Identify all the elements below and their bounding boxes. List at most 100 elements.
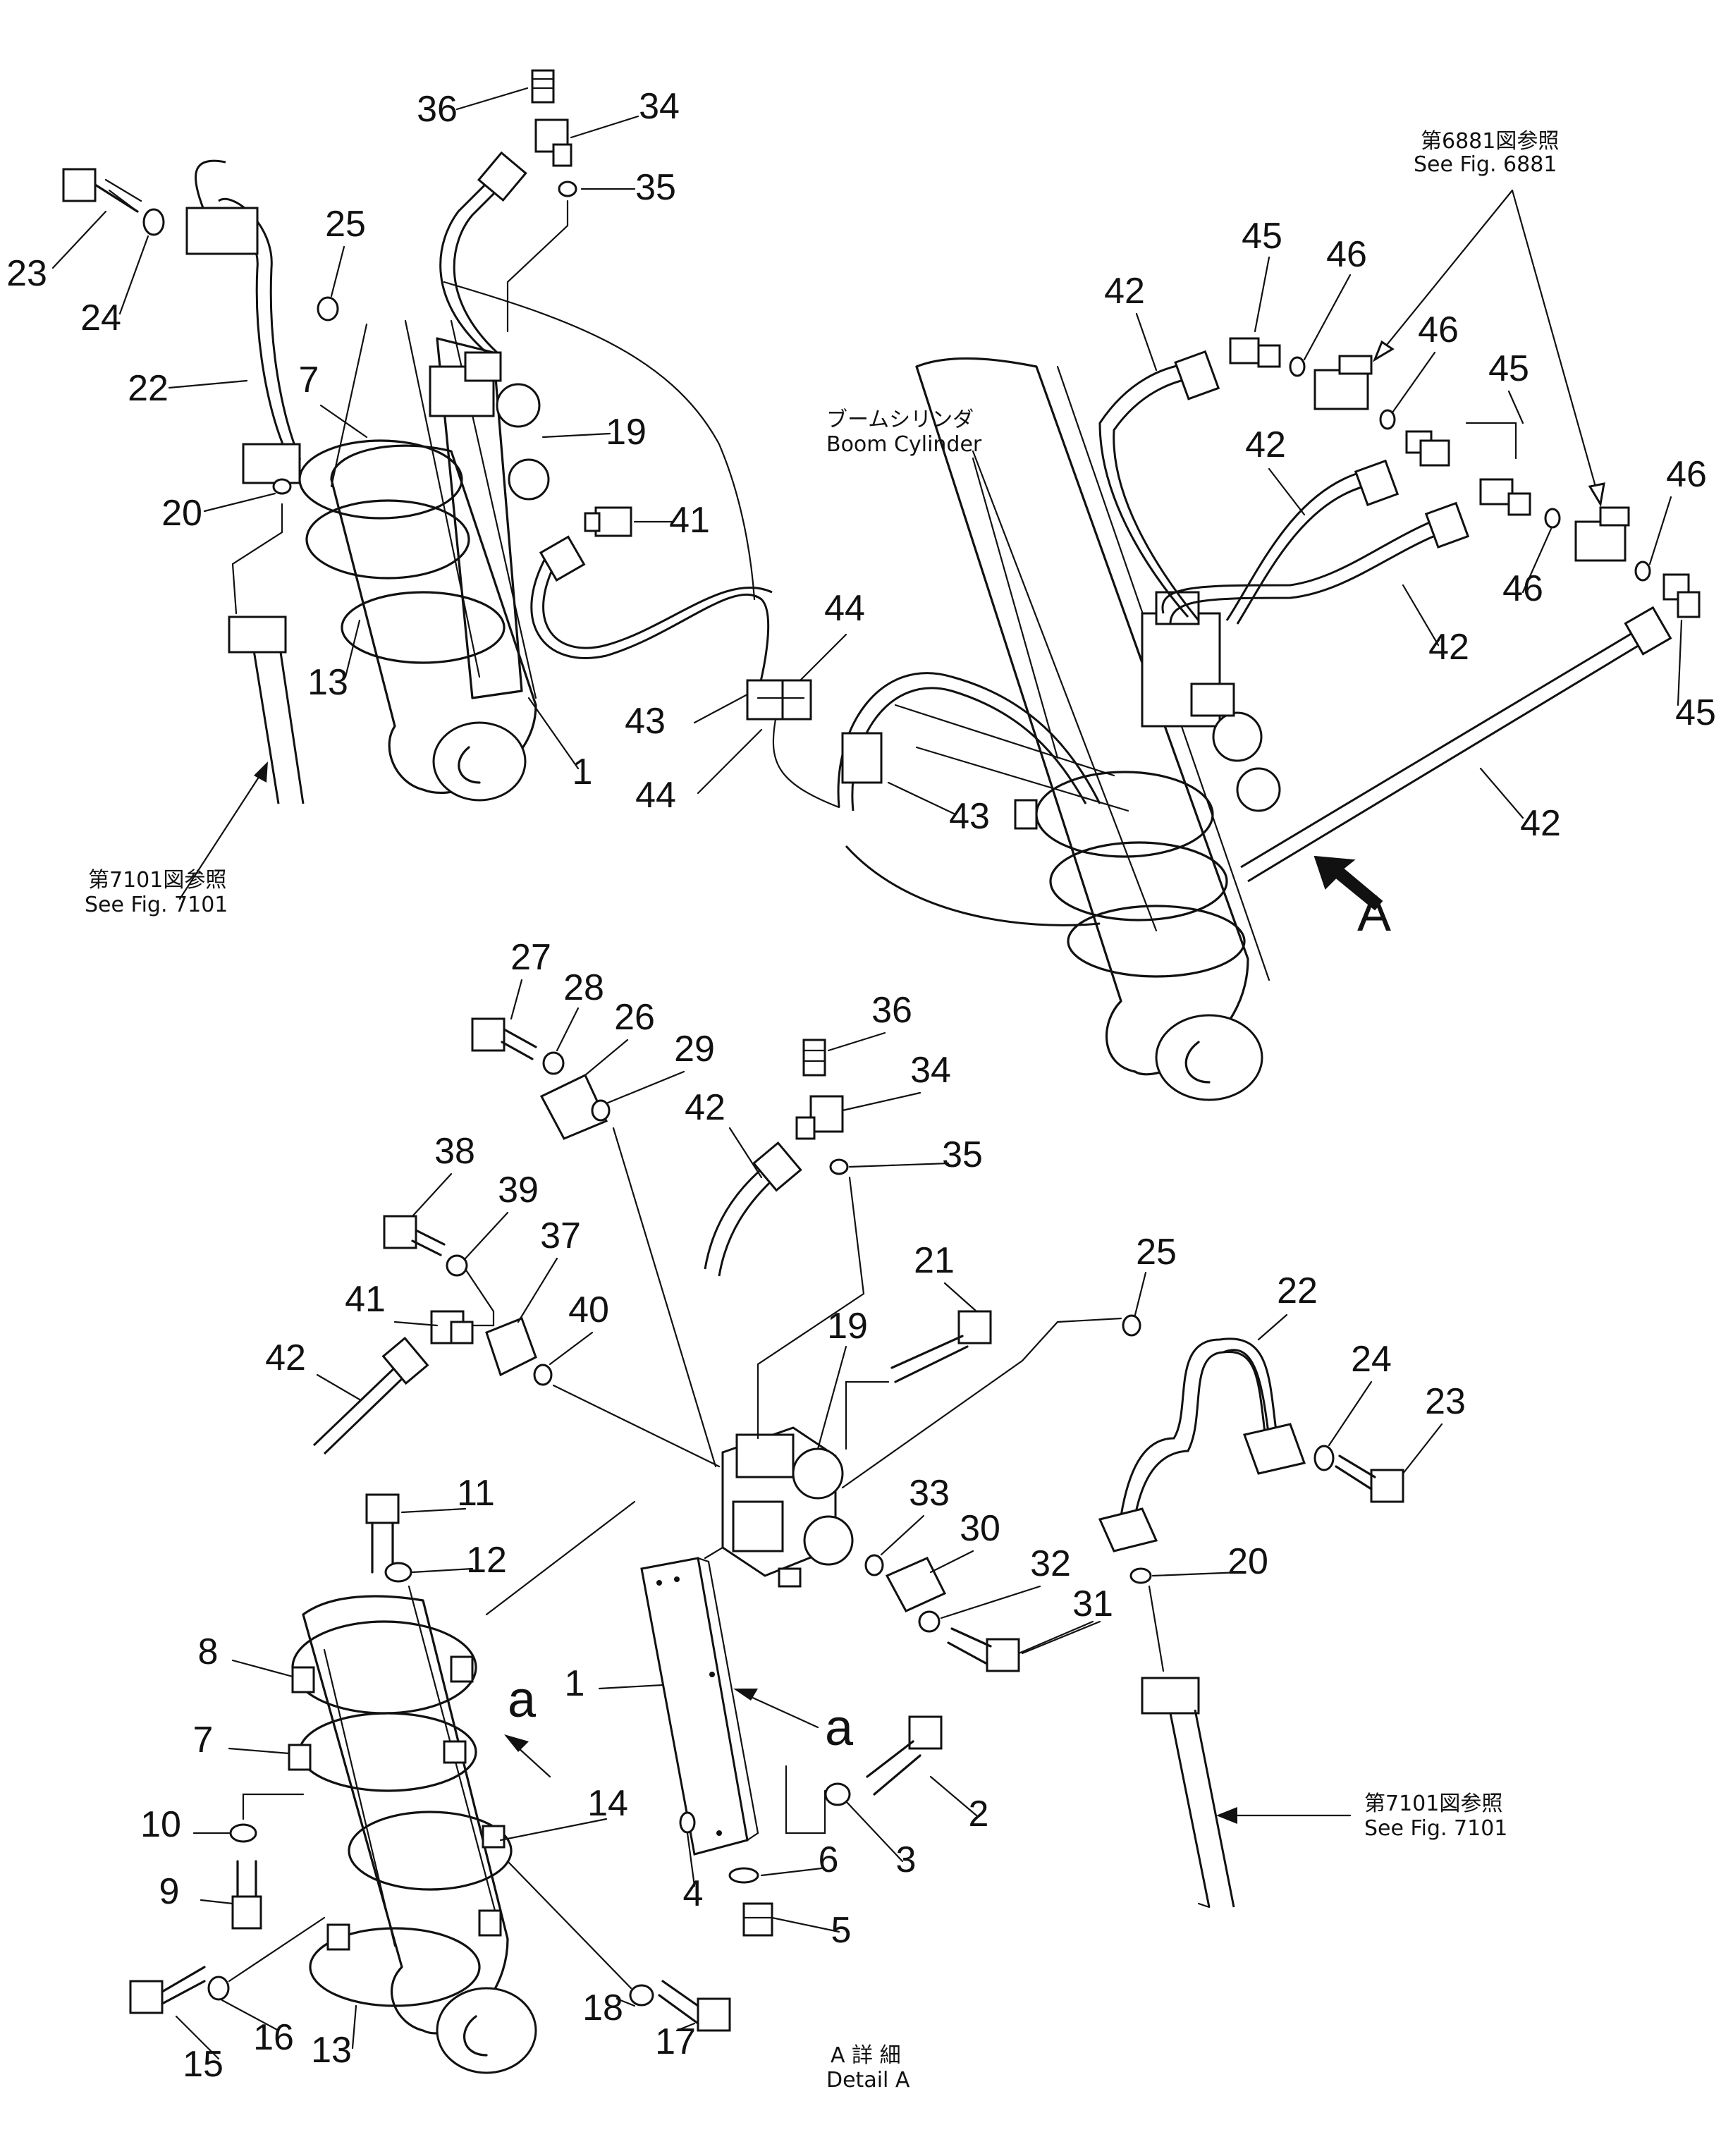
callout-c46d: 46	[1502, 568, 1543, 609]
callout-c9: 9	[159, 1871, 180, 1912]
clip-43-right	[841, 732, 883, 784]
o-ring-33	[864, 1554, 884, 1576]
plug-36-upper	[531, 69, 555, 104]
o-ring-25-upper	[317, 296, 339, 321]
clamp-8	[291, 1620, 477, 1715]
callout-c41a: 41	[669, 500, 710, 541]
callout-c44a: 44	[824, 588, 865, 629]
callout-c41b: 41	[345, 1279, 386, 1320]
bolt-23-upper	[62, 168, 142, 213]
leader-lines	[51, 87, 1683, 2060]
pipe-to-7101-lower	[1169, 1709, 1235, 1908]
clamp-13-lower	[309, 1927, 481, 2007]
bracket-1-upper	[436, 337, 523, 699]
callout-c20b: 20	[1227, 1541, 1268, 1582]
elbow-45-c	[1479, 478, 1531, 516]
callout-c43a: 43	[625, 701, 666, 742]
callout-c42d: 42	[1520, 803, 1561, 844]
plate-30	[885, 1557, 947, 1612]
callout-c45c: 45	[1675, 692, 1716, 733]
flange-22-lower-b	[1243, 1423, 1306, 1475]
callout-c36a: 36	[417, 89, 458, 130]
o-ring-35-upper	[558, 180, 577, 197]
bolt-21	[890, 1310, 992, 1383]
o-ring-6	[728, 1867, 759, 1884]
elbow-41-upper	[584, 506, 632, 537]
callout-c17: 17	[655, 2021, 696, 2062]
callout-c43b: 43	[949, 796, 990, 837]
o-ring-25-lower	[1122, 1314, 1141, 1337]
callout-c42a: 42	[1104, 271, 1145, 312]
callout-c40: 40	[568, 1290, 609, 1330]
detail-a-label-jp: A 詳 細	[831, 2043, 901, 2068]
clamp-band-13	[341, 591, 506, 664]
junction-block-a	[1313, 355, 1373, 410]
clamp-14	[348, 1811, 513, 1891]
elbow-45-b	[1405, 430, 1450, 467]
bolt-38	[383, 1215, 446, 1256]
o-ring-20-upper	[272, 478, 292, 495]
callout-c30: 30	[960, 1508, 1000, 1549]
callout-c45b: 45	[1488, 348, 1529, 389]
ref-arrow-6881-b	[1511, 189, 1602, 506]
flange-22-lower-a	[1098, 1507, 1158, 1552]
washer-10	[229, 1823, 257, 1843]
callout-c29: 29	[674, 1029, 715, 1070]
hose-42-c-nut	[1424, 501, 1470, 549]
callout-c24b: 24	[1351, 1339, 1392, 1380]
bolt-15	[129, 1966, 206, 2014]
callout-c8: 8	[198, 1631, 219, 1672]
washer-16	[207, 1976, 230, 2001]
flange-lower-7101-upper	[228, 615, 287, 654]
callout-c28: 28	[563, 967, 604, 1008]
bolt-9	[231, 1860, 262, 1930]
callout-c14: 14	[587, 1783, 628, 1824]
callout-c35b: 35	[942, 1134, 983, 1175]
detail-a-assembly	[129, 761, 1404, 2074]
plate-26	[539, 1073, 608, 1140]
ref-arrow-6881-a	[1373, 189, 1514, 361]
junction-block-b	[1574, 506, 1630, 562]
hose-42-c	[1161, 520, 1432, 614]
callout-c12: 12	[466, 1540, 507, 1581]
bolt-23-lower	[1335, 1454, 1404, 1503]
callout-c1a: 1	[572, 752, 593, 792]
bolt-31	[947, 1627, 1020, 1672]
hose-42-lower-a	[704, 1162, 769, 1270]
callout-c1b: 1	[565, 1663, 585, 1704]
callout-c46b: 46	[1418, 310, 1459, 350]
detail-a-label-en: Detail A	[826, 2068, 910, 2093]
callout-c38: 38	[434, 1131, 475, 1172]
callout-c20a: 20	[161, 493, 202, 534]
ref-6881-label-en: See Fig. 6881	[1414, 152, 1557, 177]
callout-c35a: 35	[635, 167, 676, 208]
callout-c15: 15	[183, 2044, 223, 2085]
callout-c16: 16	[253, 2017, 294, 2058]
ref-7101-label-lower-jp: 第7101図参照	[1364, 1791, 1502, 1816]
o-ring-40	[533, 1364, 553, 1386]
callout-c3: 3	[896, 1839, 917, 1880]
callout-c2: 2	[969, 1794, 989, 1835]
washer-24-upper	[142, 208, 165, 236]
callout-c37: 37	[540, 1215, 581, 1256]
callout-c34a: 34	[639, 86, 680, 127]
section-a-label-left: a	[508, 1672, 537, 1728]
ref-6881-label-jp: 第6881図参照	[1421, 129, 1559, 154]
callout-c19a: 19	[606, 412, 647, 453]
boom-cylinder-label-jp: ブームシリンダ	[826, 408, 974, 432]
callout-c7b: 7	[193, 1720, 214, 1760]
flange-22-upper	[242, 443, 301, 484]
bolt-2	[866, 1715, 943, 1796]
hose-42-lower-b	[312, 1363, 400, 1447]
cylinder-rod-eye-lower	[436, 1987, 537, 2074]
callout-c24a: 24	[80, 298, 121, 338]
hose-42-a-nut	[1174, 350, 1220, 400]
plug-5	[742, 1902, 773, 1937]
hose-42-d-nut	[1624, 606, 1672, 656]
washer-24-lower	[1313, 1445, 1335, 1471]
o-ring-4	[679, 1811, 696, 1834]
callout-c22a: 22	[128, 368, 169, 409]
callout-c5: 5	[831, 1910, 852, 1951]
